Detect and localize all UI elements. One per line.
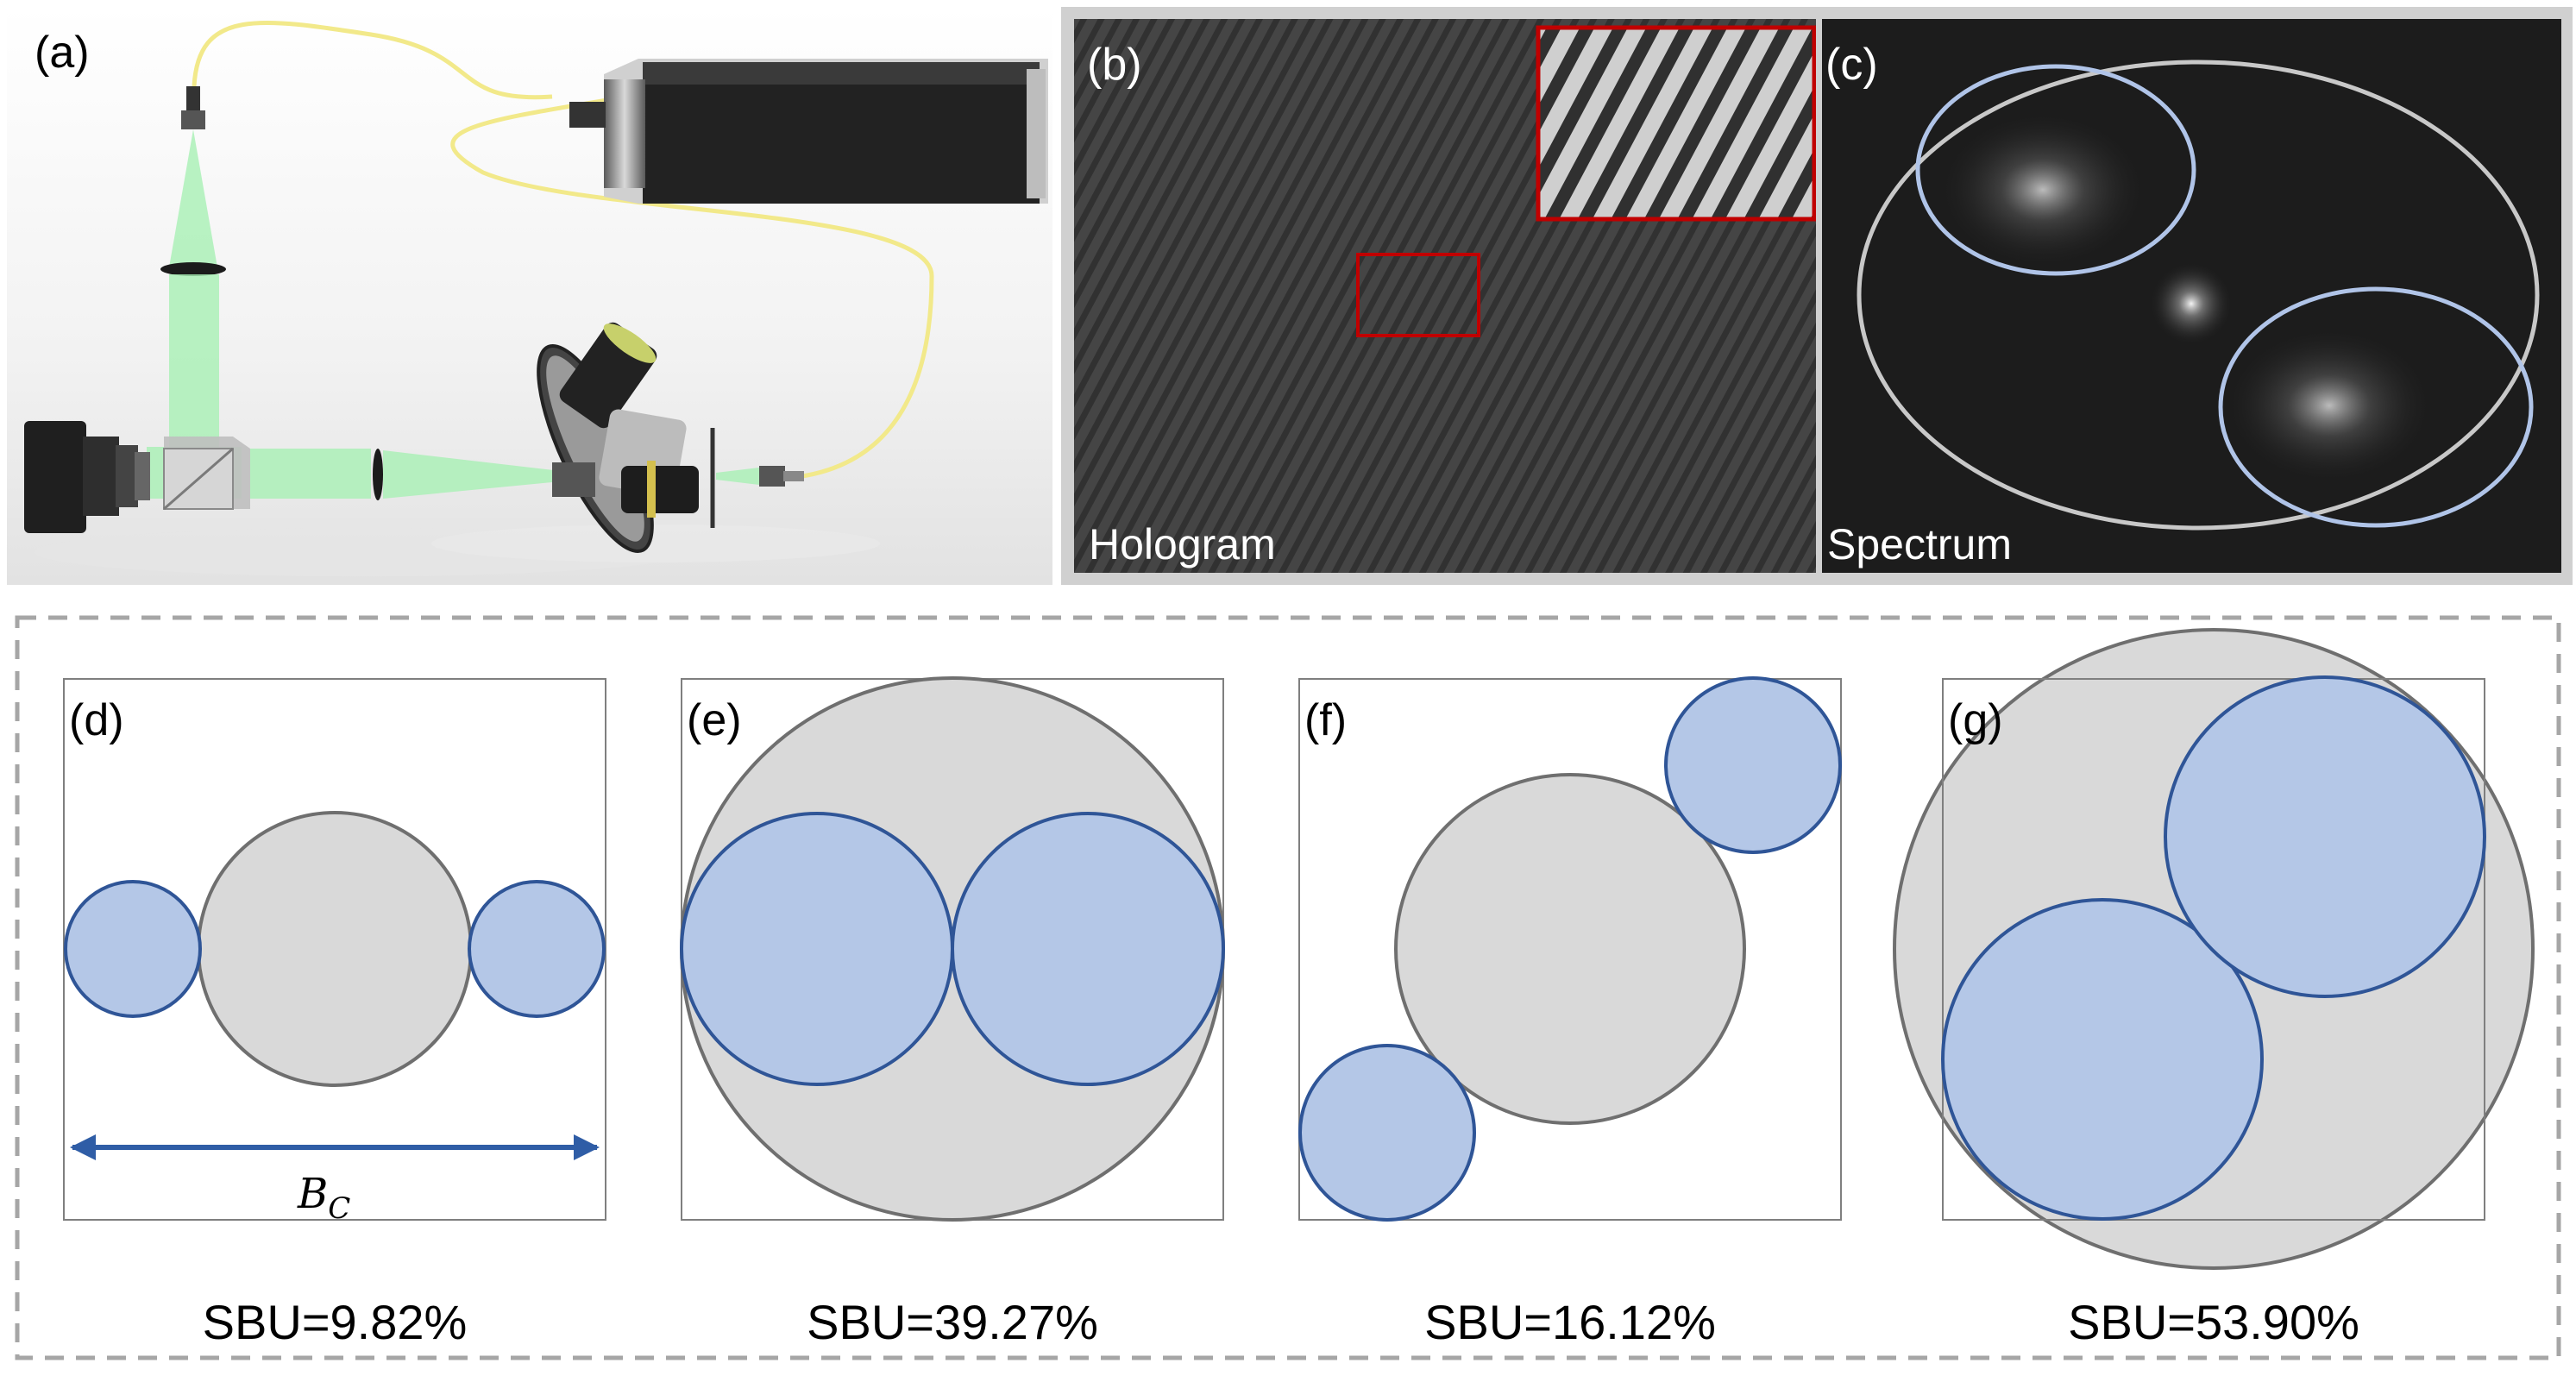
reference-beam-collimated [169, 274, 219, 447]
beam-splitter-cube [163, 437, 250, 511]
objective-turret [537, 322, 699, 554]
panel-f-letter: (f) [1304, 695, 1347, 745]
object-beam-2 [383, 450, 561, 499]
spectrum-lobe-2 [2226, 328, 2433, 483]
panel-c [1816, 19, 2561, 573]
panel-d-left-sideband [64, 880, 202, 1018]
panel-d: BC (d) SBU=9.82% [63, 678, 606, 1349]
panel-e-sbu: SBU=39.27% [807, 1295, 1098, 1349]
panel-a [7, 7, 1052, 585]
panel-f-lower-sideband [1298, 1044, 1476, 1222]
object-beam-1 [250, 449, 371, 499]
panel-bc-divider [1816, 19, 1822, 573]
panel-f-sbu: SBU=16.12% [1424, 1295, 1716, 1349]
panel-e-left-sideband [680, 812, 954, 1086]
panel-c-letter: (c) [1825, 40, 1878, 90]
fiber-cable-main [450, 92, 934, 481]
floor-shadow-2 [431, 525, 880, 562]
panel-e-right-sideband [951, 812, 1225, 1086]
hologram-zoom-inset [1536, 25, 1817, 222]
panel-d-right-sideband [468, 880, 606, 1018]
spectrum-lobe-ellipse-1 [1915, 64, 2196, 276]
panel-b [1074, 19, 1817, 573]
spectrum-lobe-1 [1939, 112, 2146, 267]
panel-d-letter: (d) [69, 695, 124, 745]
reference-lens [160, 262, 226, 276]
fiber-collimator-right [759, 466, 804, 487]
spectrum-outer-ellipse [1857, 60, 2540, 531]
spectrum-lobe-ellipse-2 [2218, 286, 2534, 528]
spectrum-dc-term [2150, 262, 2233, 345]
hologram-label: Hologram [1089, 520, 1276, 569]
panel-g-upper-sideband [2164, 675, 2486, 998]
panel-g-letter: (g) [1948, 695, 2003, 745]
spectrum-label: Spectrum [1827, 520, 2012, 569]
camera [24, 421, 150, 533]
panel-f-center-circle [1394, 773, 1746, 1125]
tube-lens [373, 449, 383, 500]
panel-d-sbu: SBU=9.82% [203, 1295, 468, 1349]
panel-g-lower-sideband [1941, 898, 2264, 1221]
reference-beam-diverging [169, 129, 217, 267]
hologram-roi-box [1356, 253, 1480, 337]
fiber-cable-top [192, 20, 553, 100]
panel-g-box-outline [1942, 678, 2485, 1221]
panel-e: (e) SBU=39.27% [680, 676, 1225, 1349]
laser-source [569, 59, 1048, 204]
bandwidth-label: BC [297, 1170, 350, 1226]
fiber-collimator-top [181, 86, 205, 129]
panel-g-sbu: SBU=53.90% [2068, 1295, 2359, 1349]
panel-f-upper-sideband [1664, 676, 1842, 854]
panel-d-center-circle [197, 811, 473, 1087]
bottom-dashed-border [15, 615, 2561, 1360]
panel-a-letter: (a) [35, 28, 90, 78]
panel-e-letter: (e) [687, 695, 742, 745]
panel-b-letter: (b) [1087, 40, 1142, 90]
illumination-beam [716, 468, 759, 485]
panel-f: (f) SBU=16.12% [1298, 676, 1842, 1349]
panel-g: (g) SBU=53.90% [1893, 628, 2535, 1349]
